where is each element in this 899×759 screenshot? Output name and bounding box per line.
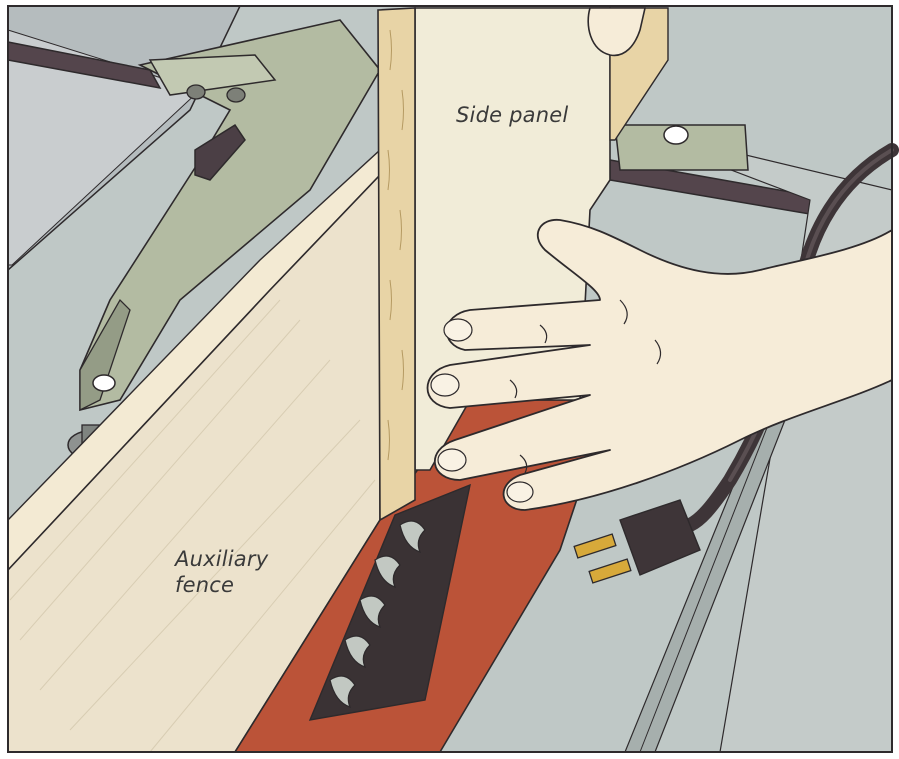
right-bracket-hole — [664, 126, 688, 144]
side-panel-label: Side panel — [456, 103, 568, 127]
side-panel-edge — [378, 8, 415, 520]
illustration-frame: Side panel Auxiliary fence — [8, 6, 892, 752]
clamp-bolt-right — [227, 88, 245, 102]
auxiliary-fence-label-line2: fence — [175, 573, 234, 597]
clamp-bolt-left — [187, 85, 205, 99]
fence-mounting-hole — [93, 375, 115, 391]
auxiliary-fence-label-line1: Auxiliary — [173, 547, 269, 571]
